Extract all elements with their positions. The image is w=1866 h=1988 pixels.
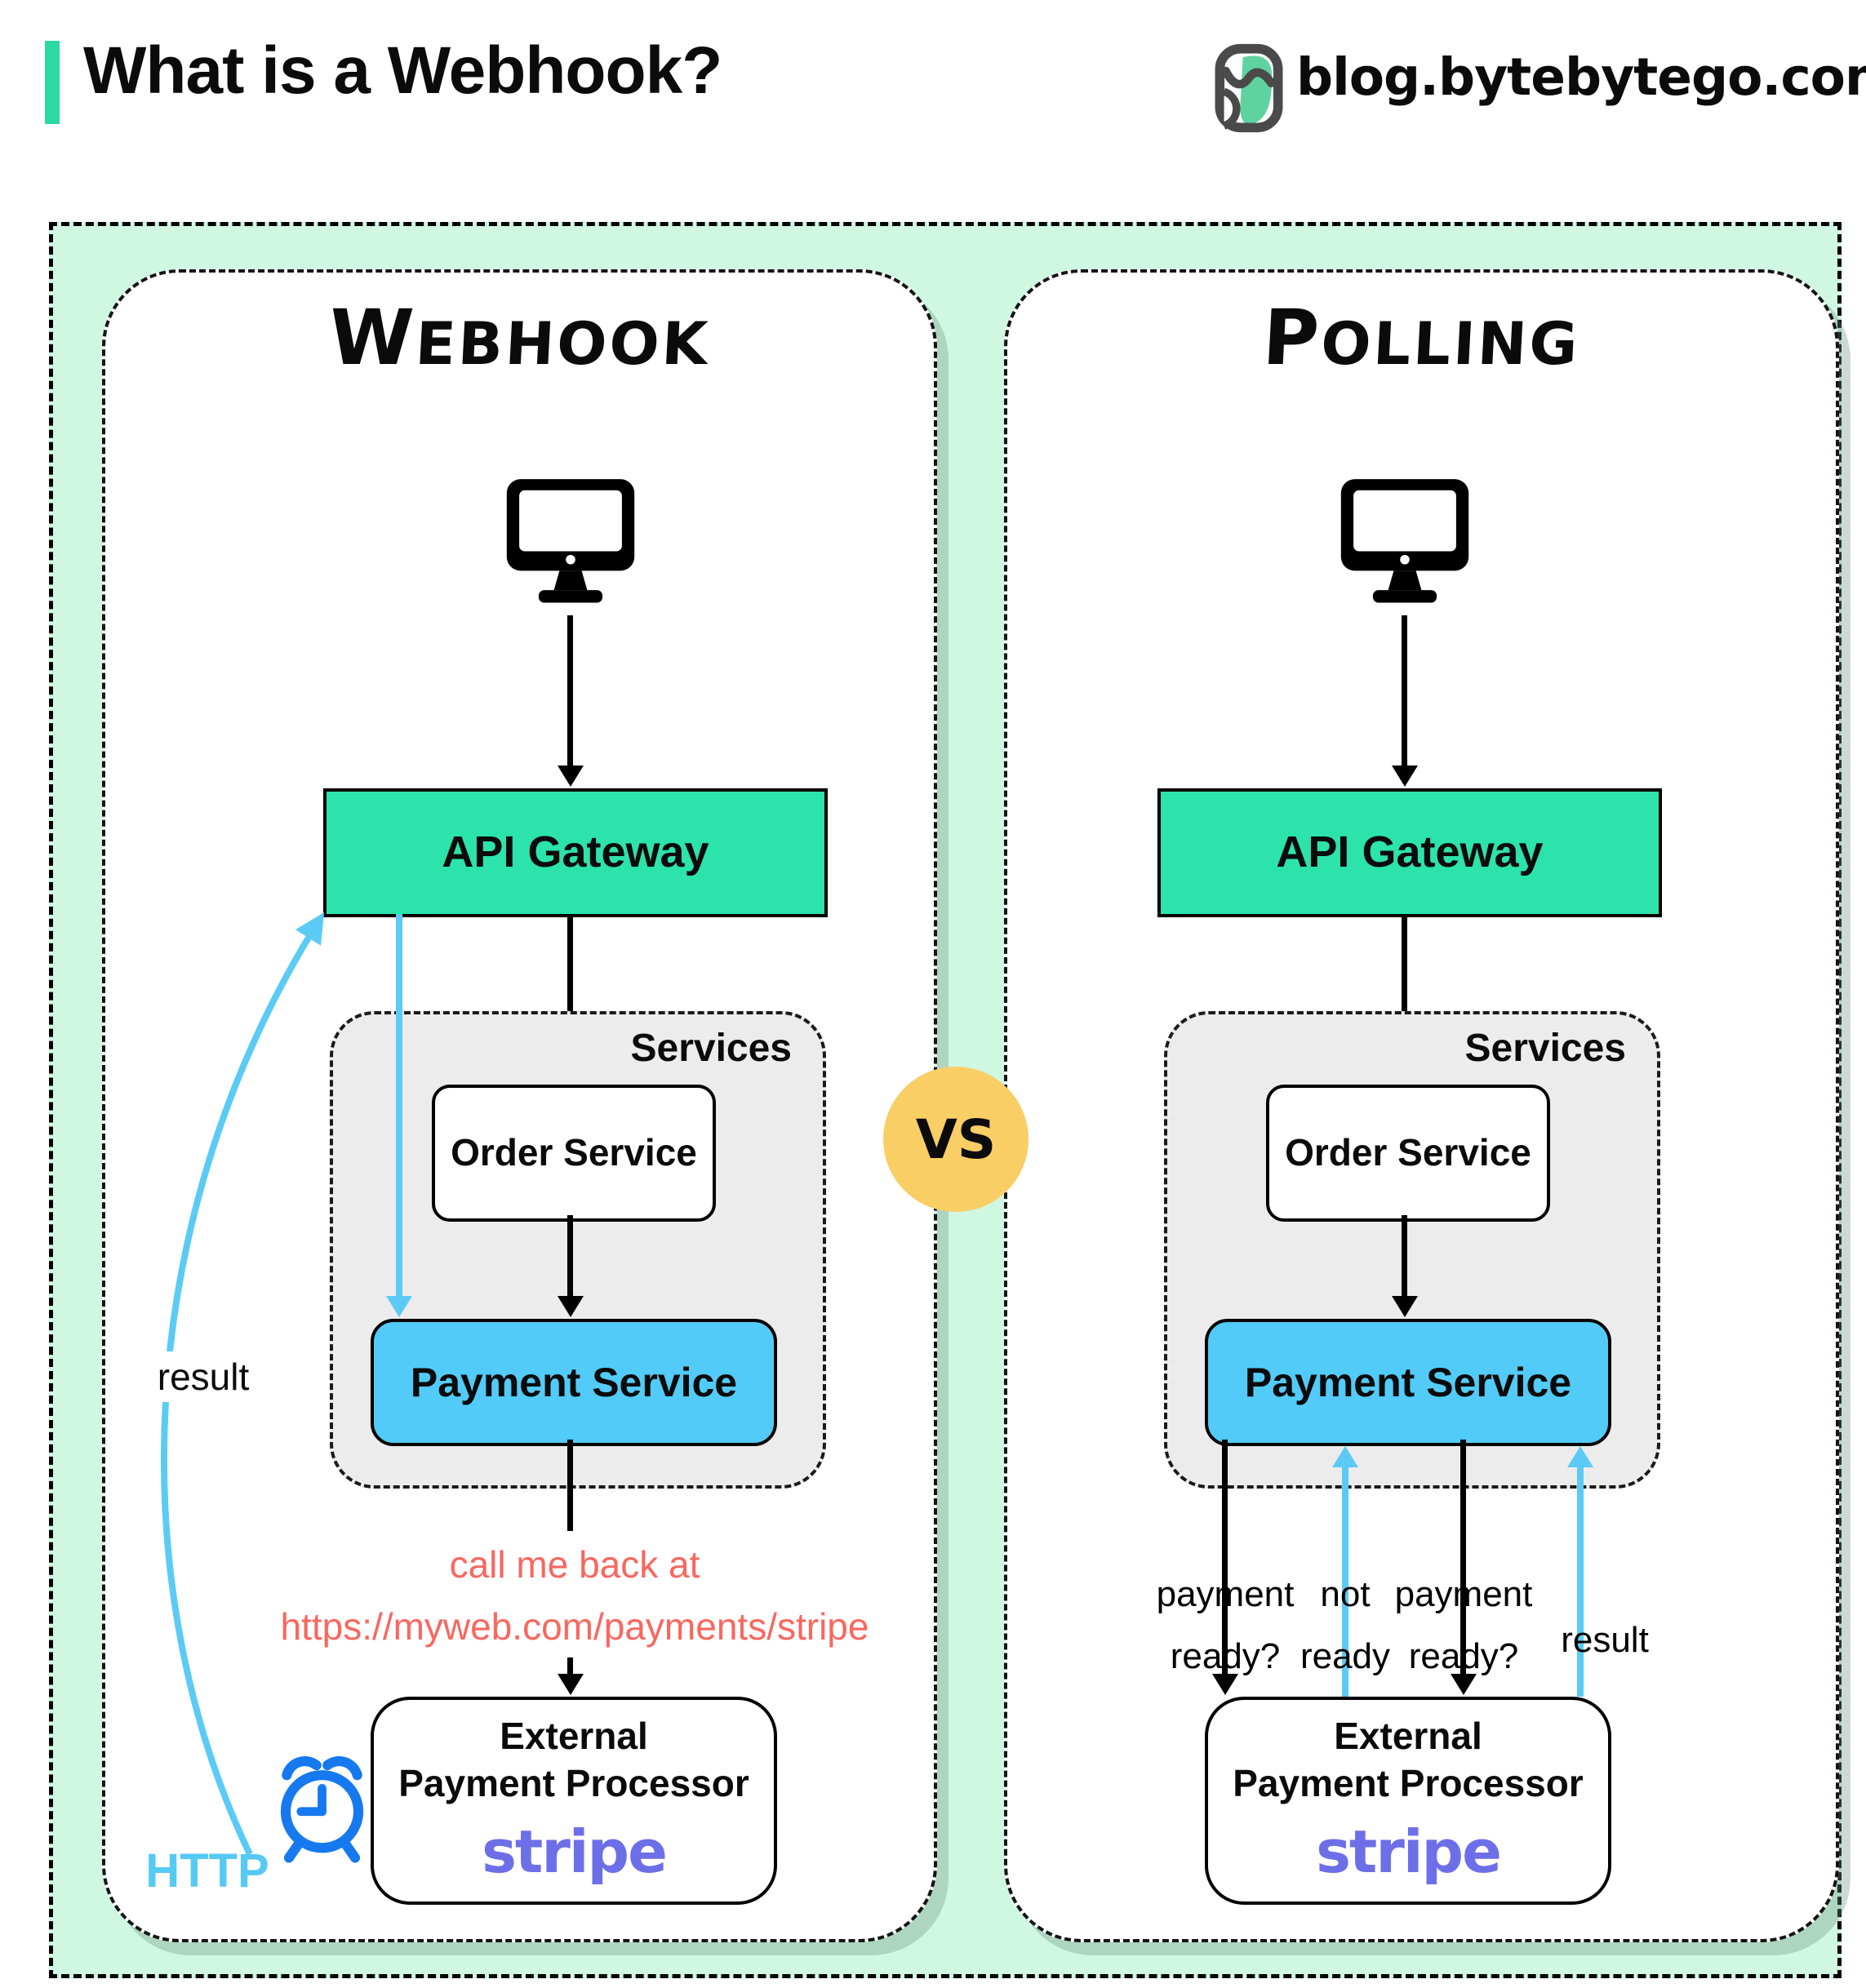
arrow-gateway-to-order — [1402, 914, 1407, 1063]
api-gateway-node: API Gateway — [1157, 788, 1662, 917]
arrow-payment-to-external-upper — [567, 1440, 573, 1531]
arrow-payment-ready-1 — [1222, 1440, 1228, 1675]
client-monitor-icon — [501, 475, 640, 610]
payment-service-label: Payment Service — [1244, 1359, 1572, 1405]
label-not-ready: not ready — [1272, 1564, 1419, 1688]
label-line: result — [1561, 1620, 1649, 1660]
label-line: not — [1320, 1574, 1371, 1614]
arrow-not-ready — [1342, 1466, 1348, 1697]
arrow-gateway-to-order — [567, 914, 573, 1063]
label-line: payment — [1394, 1574, 1533, 1614]
api-gateway-label: API Gateway — [1276, 828, 1544, 877]
http-label: HTTP — [145, 1844, 269, 1897]
external-label-line2: Payment Processor — [398, 1761, 749, 1804]
client-monitor-icon — [1335, 475, 1474, 610]
site-url: blog.bytebytego.com — [1296, 47, 1866, 107]
label-payment-ready-2: payment ready? — [1370, 1564, 1557, 1688]
callback-line1: call me back at — [449, 1543, 700, 1586]
arrow-result — [1577, 1466, 1584, 1697]
title-accent-bar — [45, 41, 60, 124]
payment-service-label: Payment Service — [410, 1359, 738, 1405]
callback-url: https://myweb.com/payments/stripe — [280, 1605, 869, 1648]
api-gateway-node: API Gateway — [323, 788, 828, 917]
api-gateway-label: API Gateway — [442, 828, 709, 877]
label-line: ready — [1300, 1636, 1391, 1676]
label-line: ready? — [1170, 1636, 1281, 1676]
panel-polling: Polling API Gateway Services Order Servi… — [1004, 269, 1839, 1942]
order-service-node: Order Service — [432, 1085, 716, 1222]
label-line: payment — [1156, 1574, 1295, 1614]
payment-service-node: Payment Service — [1205, 1319, 1611, 1446]
services-label: Services — [1464, 1027, 1626, 1070]
order-service-node: Order Service — [1266, 1085, 1550, 1222]
arrow-order-to-payment — [567, 1215, 573, 1298]
payment-service-node: Payment Service — [371, 1319, 777, 1446]
arrow-gateway-to-payment-blue — [396, 914, 402, 1298]
vs-badge: VS — [883, 1067, 1029, 1212]
arrow-client-to-gateway — [1402, 615, 1407, 767]
services-label: Services — [630, 1027, 792, 1070]
label-line: ready? — [1408, 1636, 1519, 1676]
result-label: result — [122, 1351, 285, 1402]
bytebytego-logo-icon — [1215, 42, 1283, 134]
arrow-order-to-payment — [1402, 1215, 1407, 1298]
label-result: result — [1531, 1609, 1678, 1671]
external-label-line1: External — [500, 1715, 648, 1757]
webhook-panel-title: Webhook — [327, 294, 712, 383]
order-service-label: Order Service — [1285, 1131, 1531, 1174]
polling-panel-title: Polling — [1260, 294, 1582, 383]
alarm-clock-icon — [267, 1737, 377, 1875]
label-payment-ready-1: payment ready? — [1131, 1564, 1319, 1688]
external-processor-node: External Payment Processor stripe — [371, 1697, 777, 1905]
page-title: What is a Webhook? — [83, 33, 722, 108]
arrow-payment-to-external-lower — [567, 1657, 573, 1675]
order-service-label: Order Service — [451, 1131, 697, 1174]
panel-webhook: Webhook API Gateway Services Order Servi… — [102, 269, 937, 1942]
stripe-wordmark: stripe — [1316, 1817, 1502, 1886]
arrow-client-to-gateway — [567, 615, 573, 767]
external-label-line1: External — [1334, 1715, 1482, 1757]
stripe-wordmark: stripe — [482, 1817, 668, 1886]
external-processor-node: External Payment Processor stripe — [1205, 1697, 1611, 1905]
arrow-payment-ready-2 — [1460, 1440, 1466, 1675]
external-label-line2: Payment Processor — [1233, 1761, 1584, 1804]
callback-note: call me back at https://myweb.com/paymen… — [191, 1533, 958, 1657]
